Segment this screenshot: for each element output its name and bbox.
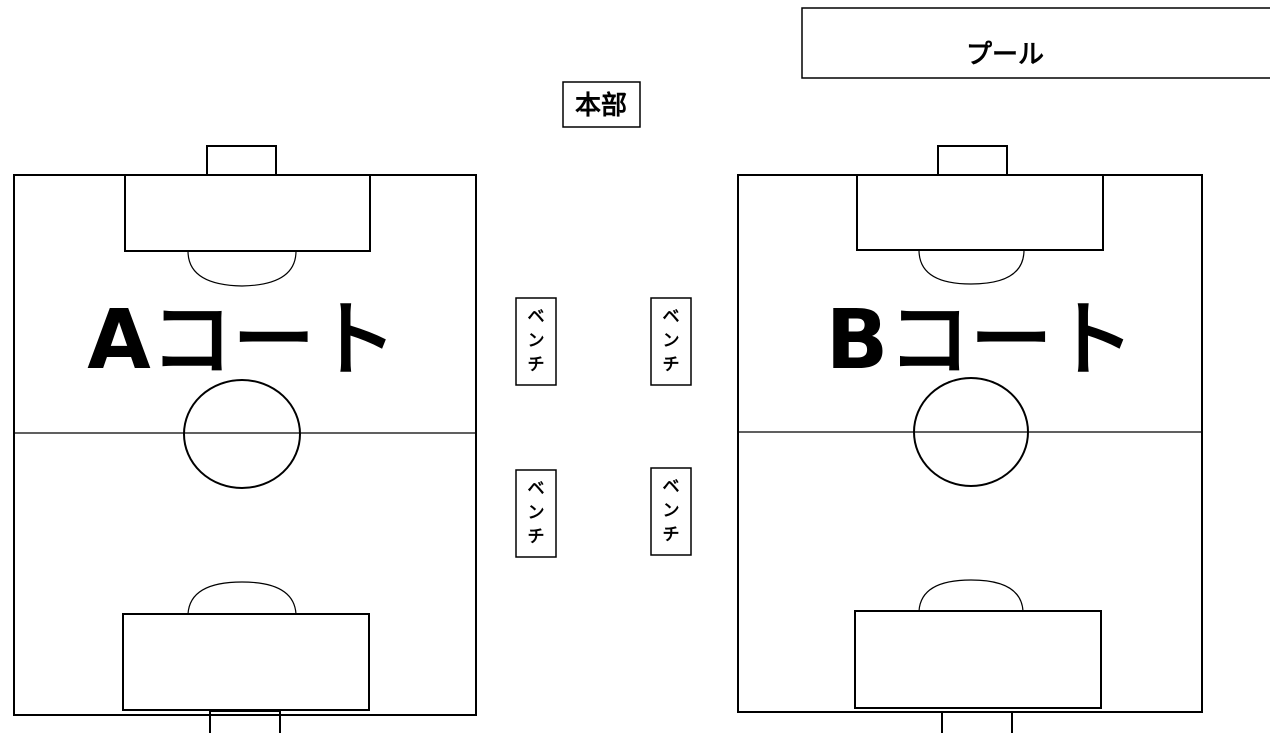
bench-2: ベンチ [650, 297, 692, 386]
court-b-bottom-arc [918, 579, 1024, 612]
bench-label: ベンチ [528, 307, 545, 375]
court-a-center-circle [183, 379, 301, 489]
bench-char: ン [663, 331, 680, 351]
court-a-top-penalty-area [124, 174, 371, 252]
bench-char: チ [663, 355, 680, 375]
bench-char: チ [528, 527, 545, 547]
bench-char: ン [663, 501, 680, 521]
bench-box [650, 297, 692, 386]
bench-box [515, 469, 557, 558]
bench-label: ベンチ [663, 307, 680, 375]
court-b-center-circle [913, 377, 1029, 487]
bench-3: ベンチ [515, 469, 557, 558]
pool-box [801, 7, 1270, 79]
court-a-top-goal [206, 145, 277, 176]
bench-4: ベンチ [650, 467, 692, 556]
bench-char: ベ [663, 307, 680, 327]
bench-char: ン [528, 503, 545, 523]
headquarters-box [562, 81, 641, 128]
court-b-top-arc [918, 249, 1025, 285]
court-a-bottom-arc [187, 581, 297, 615]
bench-label: ベンチ [663, 477, 680, 545]
bench-box [650, 467, 692, 556]
headquarters: 本部 [562, 81, 641, 128]
headquarters-label: 本部 [575, 91, 627, 121]
bench-char: ベ [528, 479, 545, 499]
court-a-top-arc [187, 250, 297, 287]
pool-label: プール [966, 40, 1044, 70]
court-b-bottom-goal [941, 711, 1013, 733]
bench-label: ベンチ [528, 479, 545, 547]
bench-char: ベ [663, 477, 680, 497]
bench-1: ベンチ [515, 297, 557, 386]
bench-char: ベ [528, 307, 545, 327]
court-b-label: Bコート [826, 293, 1135, 388]
court-b-bottom-penalty-area [854, 610, 1102, 709]
court-a: Aコート [13, 145, 477, 733]
bench-char: ン [528, 331, 545, 351]
bench-box [515, 297, 557, 386]
court-b-top-goal [937, 145, 1008, 176]
bench-char: チ [528, 355, 545, 375]
bench-char: チ [663, 525, 680, 545]
court-b: Bコート [737, 145, 1203, 733]
court-b-top-penalty-area [856, 174, 1104, 251]
court-a-label: Aコート [87, 293, 396, 388]
court-a-bottom-goal [209, 710, 281, 733]
pool-area: プール [801, 7, 1270, 79]
court-a-bottom-penalty-area [122, 613, 370, 711]
